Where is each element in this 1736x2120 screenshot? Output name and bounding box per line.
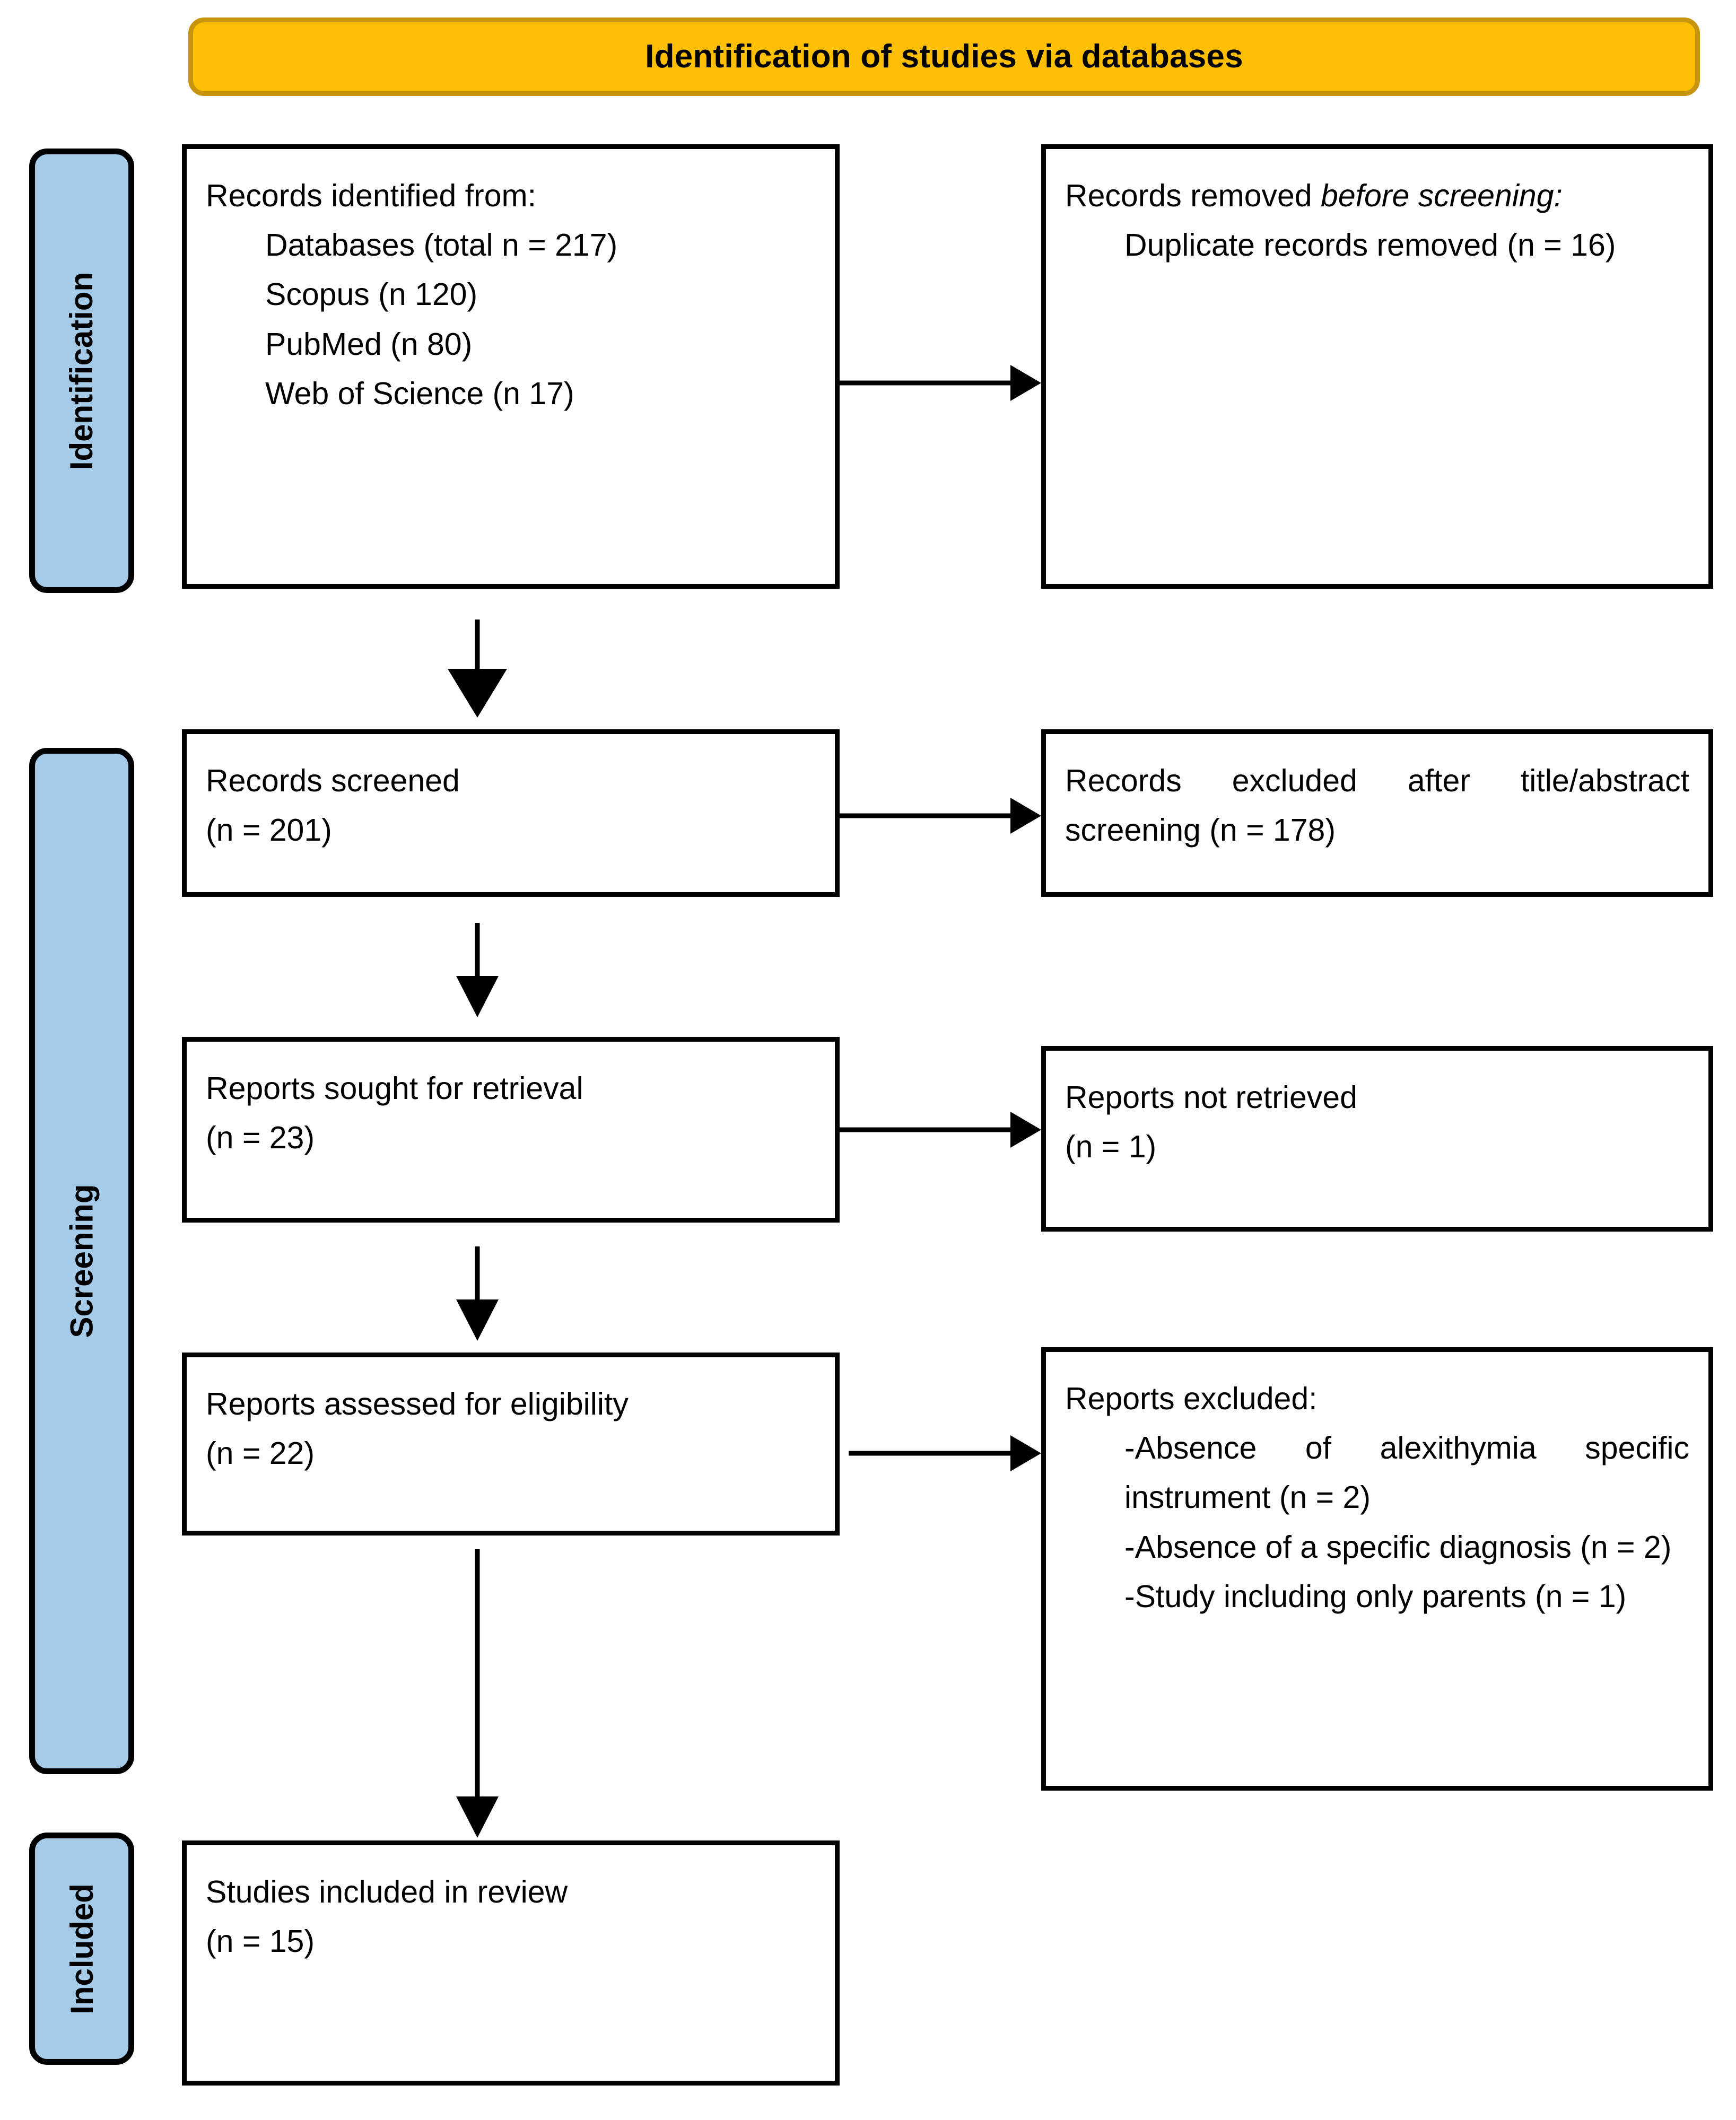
stage-pill-screening-label: Screening: [64, 1184, 100, 1338]
reports-not-retrieved-line1: Reports not retrieved: [1065, 1080, 1357, 1115]
records-excluded-text: Records excluded after title/abstract sc…: [1065, 763, 1689, 848]
box-records-identified: Records identified from: Databases (tota…: [182, 144, 840, 589]
records-removed-heading: Records removed before screening:: [1065, 171, 1689, 221]
box-reports-assessed: Reports assessed for eligibility (n = 22…: [182, 1353, 840, 1536]
records-identified-item-databases: Databases (total n = 217): [265, 228, 618, 263]
records-screened-line1: Records screened: [206, 763, 460, 798]
records-identified-item-wos: Web of Science (n 17): [265, 376, 574, 411]
stage-pill-identification: Identification: [29, 149, 134, 593]
records-screened-line2: (n = 201): [206, 813, 332, 848]
box-reports-sought: Reports sought for retrieval (n = 23): [182, 1037, 840, 1223]
reports-not-retrieved-line2: (n = 1): [1065, 1129, 1157, 1165]
reports-sought-line2: (n = 23): [206, 1120, 315, 1156]
reports-assessed-line1: Reports assessed for eligibility: [206, 1386, 629, 1421]
box-reports-not-retrieved: Reports not retrieved (n = 1): [1041, 1046, 1713, 1232]
reports-excluded-item-diagnosis: -Absence of a specific diagnosis (n = 2): [1124, 1529, 1672, 1565]
records-identified-item-pubmed: PubMed (n 80): [265, 326, 473, 362]
header-banner-label: Identification of studies via databases: [645, 38, 1243, 75]
box-reports-excluded: Reports excluded: -Absence of alexithymi…: [1041, 1347, 1713, 1791]
studies-included-line2: (n = 15): [206, 1924, 315, 1959]
box-records-screened: Records screened (n = 201): [182, 729, 840, 897]
records-identified-heading: Records identified from:: [206, 178, 537, 213]
stage-pill-included: Included: [29, 1833, 134, 2065]
records-removed-heading-italic: before screening: [1321, 178, 1554, 213]
box-studies-included: Studies included in review (n = 15): [182, 1840, 840, 2086]
box-records-removed-before-screening: Records removed before screening: Duplic…: [1041, 144, 1713, 589]
header-banner: Identification of studies via databases: [188, 18, 1700, 96]
box-records-excluded: Records excluded after title/abstract sc…: [1041, 729, 1713, 897]
records-removed-item-duplicates: Duplicate records removed (n = 16): [1124, 228, 1616, 263]
stage-pill-identification-label: Identification: [64, 272, 100, 470]
records-removed-heading-plain: Records removed: [1065, 178, 1321, 213]
records-removed-heading-suffix: :: [1554, 178, 1563, 213]
records-identified-item-scopus: Scopus (n 120): [265, 277, 478, 312]
stage-pill-screening: Screening: [29, 748, 134, 1774]
reports-excluded-heading: Reports excluded:: [1065, 1381, 1318, 1416]
studies-included-line1: Studies included in review: [206, 1874, 568, 1909]
reports-excluded-item-instrument: -Absence of alexithymia specific instrum…: [1124, 1430, 1689, 1515]
reports-excluded-item-parents: -Study including only parents (n = 1): [1124, 1578, 1627, 1614]
reports-sought-line1: Reports sought for retrieval: [206, 1071, 583, 1106]
reports-assessed-line2: (n = 22): [206, 1436, 315, 1471]
stage-pill-included-label: Included: [64, 1883, 100, 2014]
